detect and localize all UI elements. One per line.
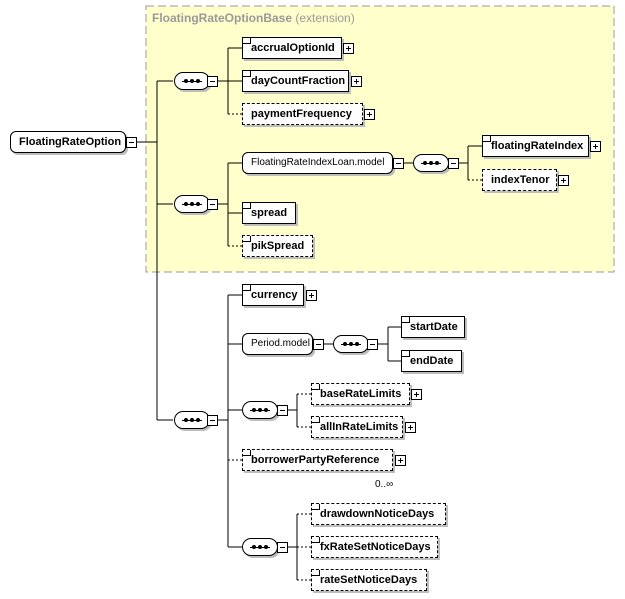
expand-allInRateLimits-icon[interactable] — [405, 422, 416, 433]
paymentFrequency-label: paymentFrequency — [251, 108, 352, 120]
element-baseRateLimits[interactable]: baseRateLimits — [311, 383, 410, 405]
periodModel-label: Period.model — [251, 338, 310, 349]
element-paymentFrequency[interactable]: paymentFrequency — [242, 103, 363, 125]
expand-paymentFrequency-icon[interactable] — [364, 109, 375, 120]
startDate-label: startDate — [410, 321, 458, 333]
collapse-seq-2-icon[interactable] — [207, 199, 218, 210]
group-Period-model[interactable]: Period.model — [242, 333, 313, 355]
allInRateLimits-label: allInRateLimits — [320, 421, 399, 433]
fxRateSetNoticeDays-label: fxRateSetNoticeDays — [320, 541, 431, 553]
element-pikSpread[interactable]: pikSpread — [242, 235, 313, 257]
element-allInRateLimits[interactable]: allInRateLimits — [311, 416, 403, 438]
collapse-seq-1-icon[interactable] — [207, 76, 218, 87]
floatingRateIndexLoanModel-label: FloatingRateIndexLoan.model — [251, 157, 385, 168]
element-accrualOptionId[interactable]: accrualOptionId — [242, 37, 342, 59]
endDate-label: endDate — [410, 355, 454, 367]
sequence-1-icon — [174, 72, 210, 90]
sequence-5-icon — [333, 335, 369, 353]
borrowerPartyReference-label: borrowerPartyReference — [251, 454, 380, 466]
expand-floatingRateIndex-icon[interactable] — [590, 141, 601, 152]
expand-borrowerPartyReference-icon[interactable] — [395, 455, 406, 466]
sequence-4-icon — [174, 411, 210, 429]
expand-dayCountFraction-icon[interactable] — [351, 76, 362, 87]
element-floatingRateIndex[interactable]: floatingRateIndex — [482, 135, 589, 157]
rateSetNoticeDays-label: rateSetNoticeDays — [320, 574, 418, 586]
sequence-7-icon — [242, 538, 278, 556]
element-startDate[interactable]: startDate — [401, 316, 465, 338]
group-FloatingRateIndexLoan-model[interactable]: FloatingRateIndexLoan.model — [242, 152, 393, 174]
extension-base-label: FloatingRateOptionBase — [152, 11, 293, 25]
collapse-seq-6-icon[interactable] — [277, 405, 288, 416]
element-spread[interactable]: spread — [242, 202, 296, 224]
element-endDate[interactable]: endDate — [401, 350, 462, 372]
sequence-3-icon — [413, 154, 449, 172]
root-node[interactable]: FloatingRateOption — [10, 131, 126, 153]
sequence-6-icon — [242, 401, 278, 419]
collapse-seq-7-icon[interactable] — [277, 542, 288, 553]
baseRateLimits-label: baseRateLimits — [320, 388, 402, 400]
collapse-floatingRateIndexLoan-icon[interactable] — [393, 158, 404, 169]
collapse-root-icon[interactable] — [126, 137, 137, 148]
element-currency[interactable]: currency — [242, 284, 304, 306]
element-indexTenor[interactable]: indexTenor — [482, 169, 557, 191]
expand-baseRateLimits-icon[interactable] — [411, 389, 422, 400]
accrualOptionId-label: accrualOptionId — [251, 42, 335, 54]
expand-accrualOptionId-icon[interactable] — [343, 43, 354, 54]
expand-currency-icon[interactable] — [306, 290, 317, 301]
indexTenor-label: indexTenor — [491, 174, 550, 186]
sequence-2-icon — [174, 195, 210, 213]
dayCountFraction-label: dayCountFraction — [251, 75, 346, 87]
element-dayCountFraction[interactable]: dayCountFraction — [242, 70, 349, 92]
expand-indexTenor-icon[interactable] — [558, 175, 569, 186]
collapse-seq-5-icon[interactable] — [367, 339, 378, 350]
pikSpread-label: pikSpread — [251, 240, 305, 252]
spread-label: spread — [251, 207, 288, 219]
element-drawdownNoticeDays[interactable]: drawdownNoticeDays — [311, 503, 446, 525]
extension-suffix-label: (extension) — [295, 11, 355, 25]
collapse-period-icon[interactable] — [313, 339, 324, 350]
floatingRateIndex-label: floatingRateIndex — [491, 140, 584, 152]
collapse-seq-3-icon[interactable] — [448, 158, 459, 169]
borrowerPartyReference-cardinality: 0..∞ — [375, 479, 394, 490]
element-rateSetNoticeDays[interactable]: rateSetNoticeDays — [311, 569, 427, 591]
element-borrowerPartyReference[interactable]: borrowerPartyReference — [242, 449, 393, 471]
extension-title: FloatingRateOptionBase (extension) — [152, 11, 355, 25]
currency-label: currency — [251, 289, 298, 301]
root-label: FloatingRateOption — [19, 136, 122, 148]
collapse-seq-4-icon[interactable] — [207, 415, 218, 426]
element-fxRateSetNoticeDays[interactable]: fxRateSetNoticeDays — [311, 536, 438, 558]
drawdownNoticeDays-label: drawdownNoticeDays — [320, 508, 435, 520]
